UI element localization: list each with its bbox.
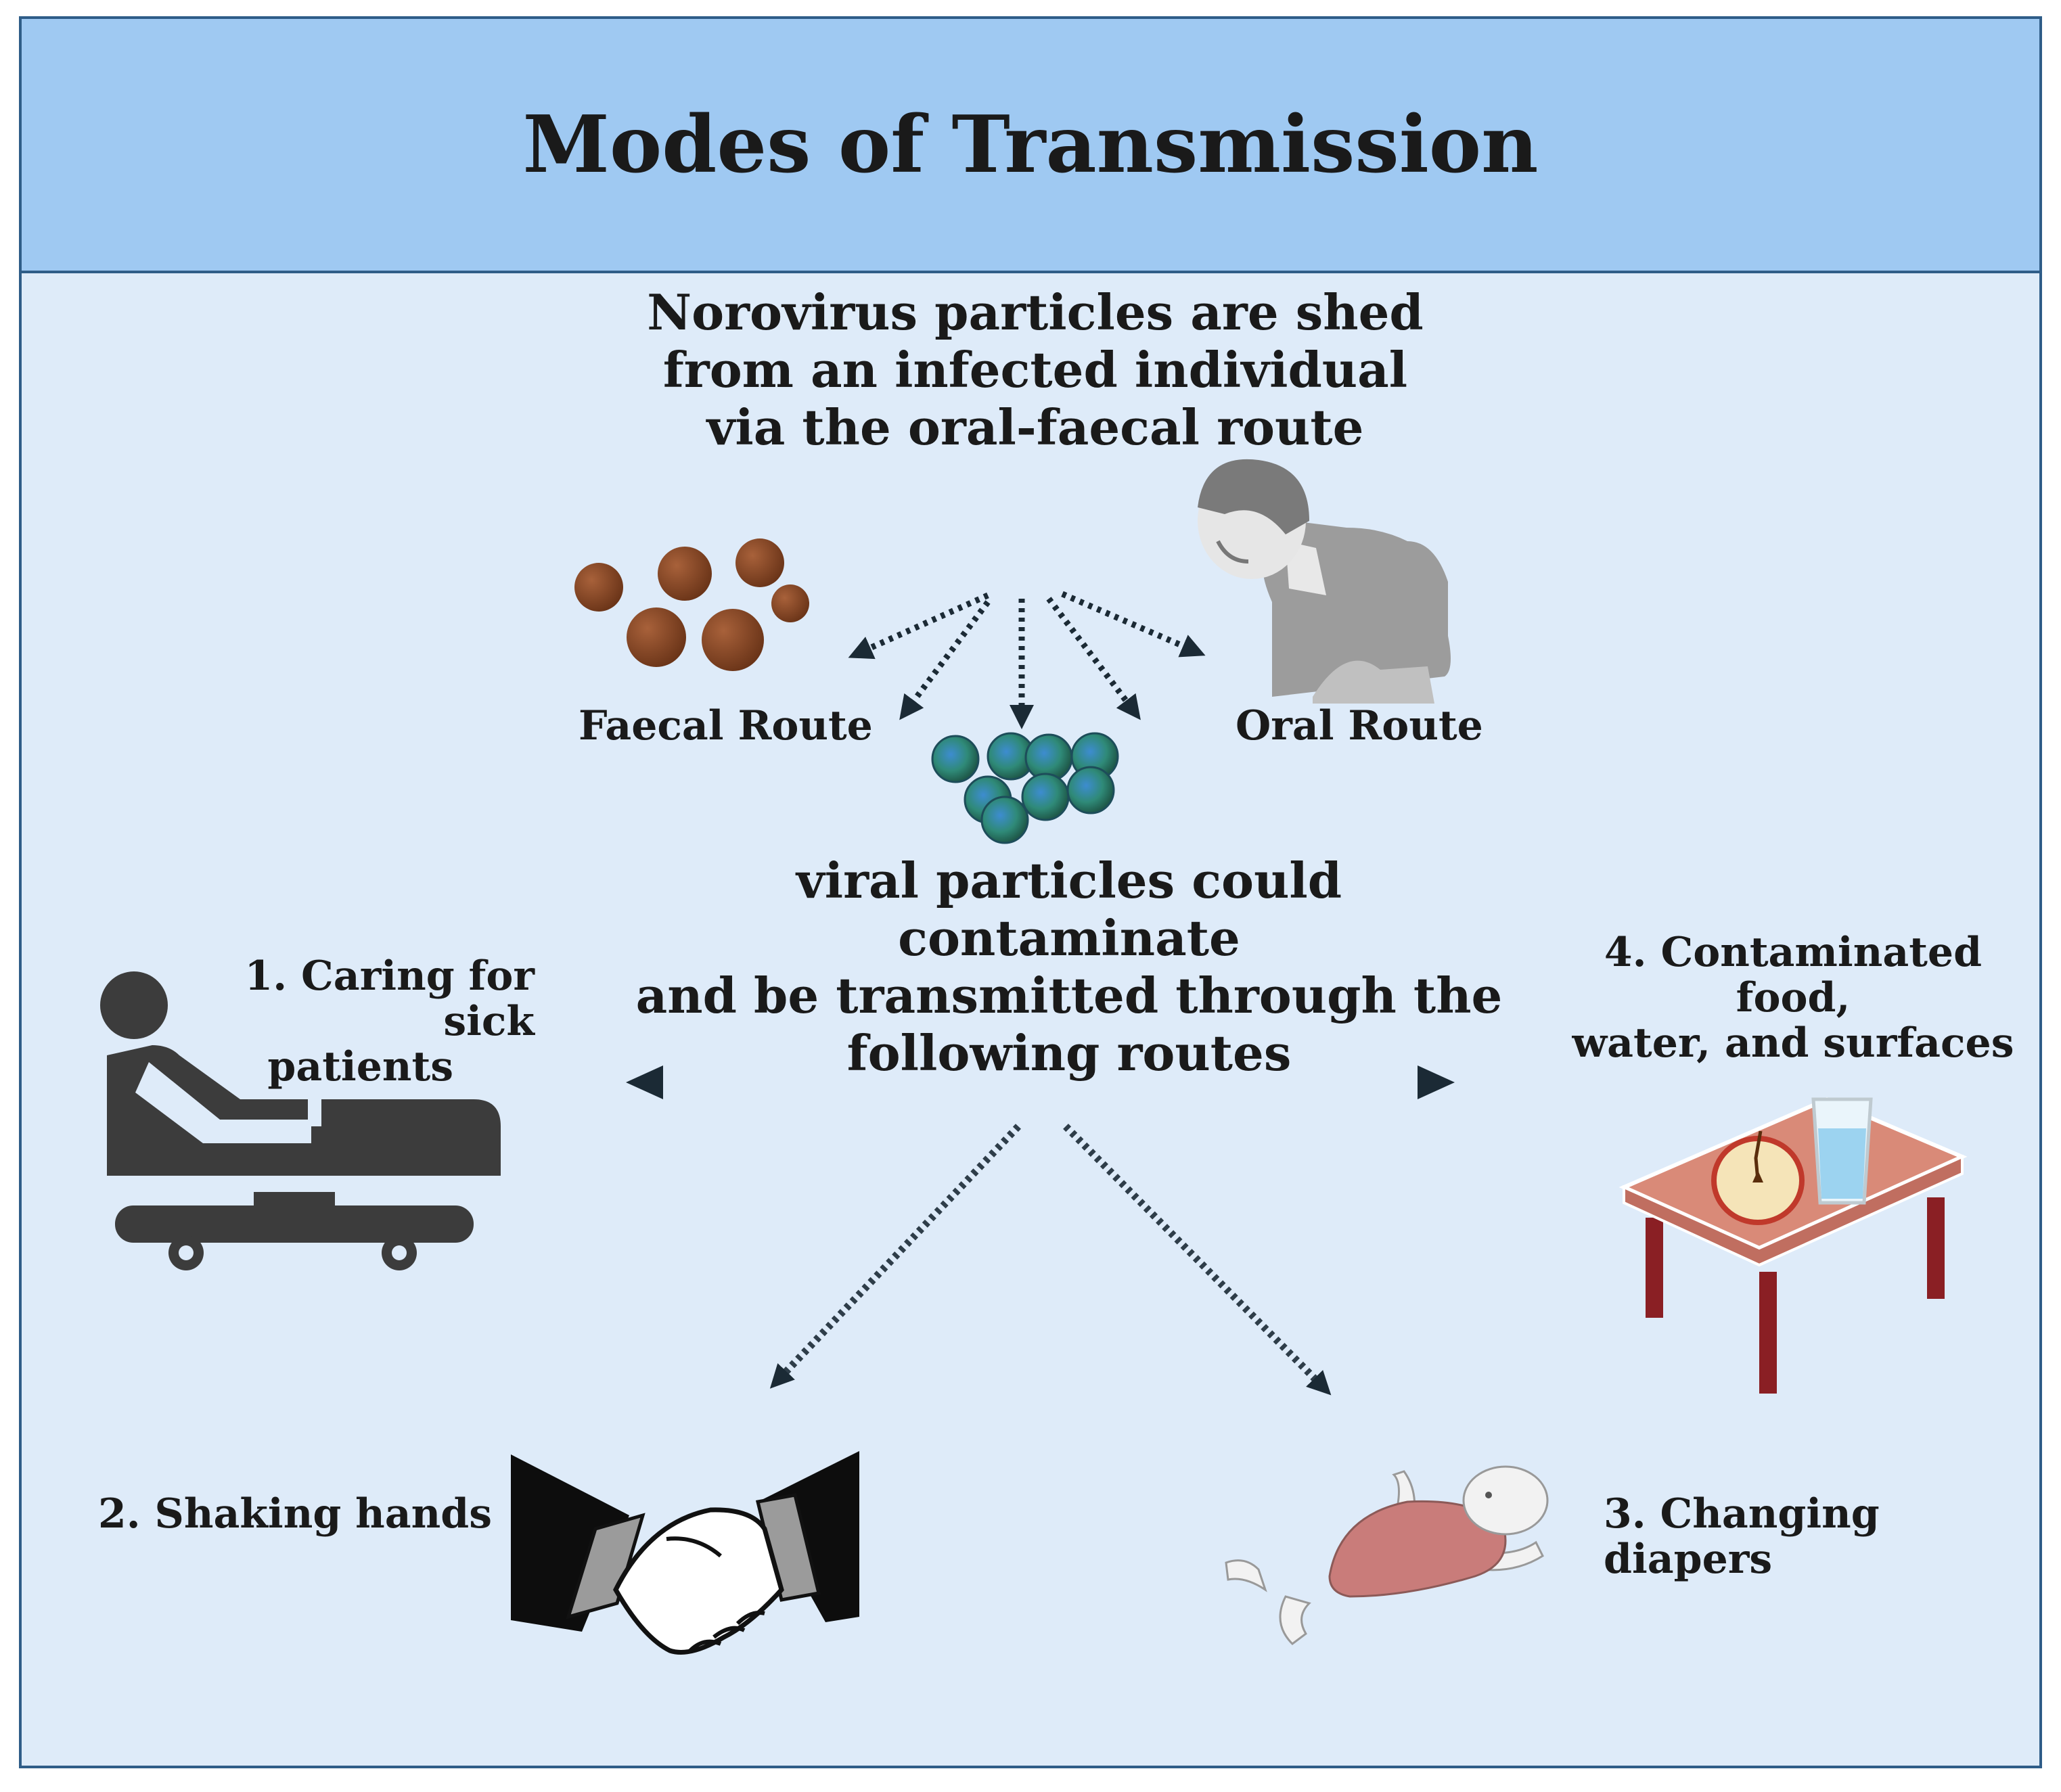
intro-line: from an infected individual: [662, 340, 1408, 398]
intro-line: via the oral-faecal route: [706, 398, 1364, 456]
route-4-line: 4. Contaminated food,: [1604, 929, 1983, 1022]
transmission-line: following routes: [846, 1024, 1292, 1082]
table-food-icon: [1618, 1097, 1968, 1394]
route-1-line: patients: [267, 1043, 453, 1091]
shedding-arrows: [848, 591, 1206, 729]
transmission-line: and be transmitted through the: [635, 966, 1503, 1024]
route-arrow-down-left: [769, 1124, 1021, 1389]
diagram-panel: [19, 16, 2042, 1768]
transmission-text: viral particles could contaminate and be…: [622, 852, 1516, 1082]
route-arrow-left: [626, 1065, 947, 1099]
route-arrow-right: [1116, 1065, 1455, 1099]
virus-cluster-icon: [931, 732, 1119, 844]
intro-line: Norovirus particles are shed: [647, 283, 1424, 341]
baby-icon: [1225, 1465, 1549, 1645]
route-1-line: 1. Caring for sick: [244, 952, 535, 1046]
transmission-line: viral particles could contaminate: [796, 852, 1342, 967]
page-title: Modes of Transmission: [522, 99, 1539, 191]
intro-text: Norovirus particles are shed from an inf…: [595, 283, 1475, 457]
stool-icon: [574, 538, 809, 671]
header-banner: Modes of Transmission: [19, 16, 2042, 273]
route-3-label: 3. Changing diapers: [1604, 1490, 1880, 1584]
route-2-label: 2. Shaking hands: [98, 1490, 493, 1538]
hospital-bed-icon: [100, 971, 501, 1270]
faecal-route-label: Faecal Route: [579, 702, 873, 750]
vomiting-child-icon: [1198, 459, 1451, 704]
route-arrow-down-right: [1063, 1124, 1332, 1396]
route-1-label: 1. Caring for sick patients: [196, 952, 535, 1091]
route-4-line: water, and surfaces: [1572, 1019, 2014, 1067]
route-4-label: 4. Contaminated food, water, and surface…: [1556, 929, 2030, 1067]
handshake-icon: [511, 1451, 859, 1655]
oral-route-label: Oral Route: [1236, 702, 1483, 750]
